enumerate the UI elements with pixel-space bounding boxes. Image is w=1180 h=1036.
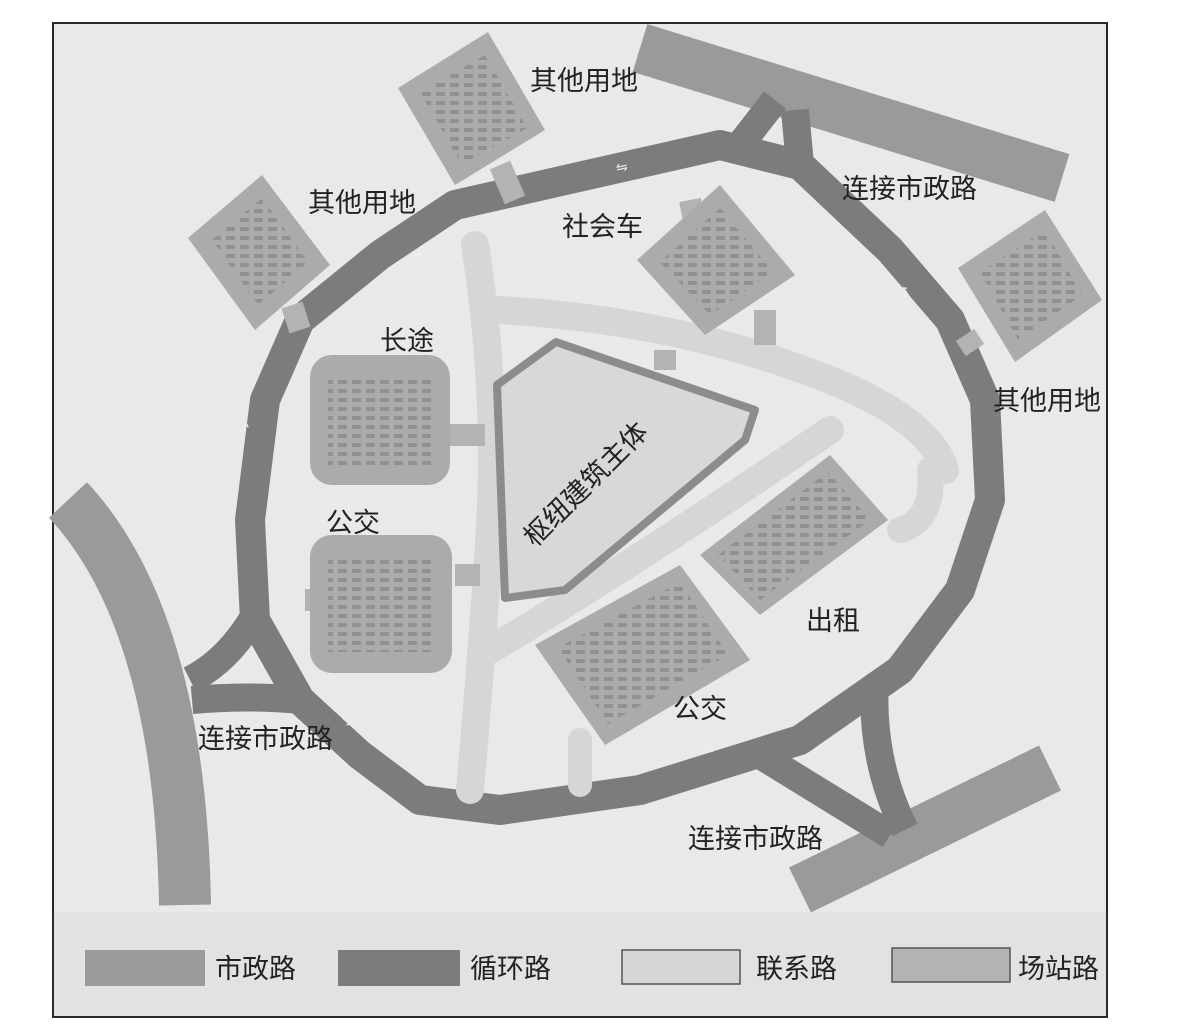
link-roads xyxy=(456,231,959,804)
legend-label: 市政路 xyxy=(215,954,296,985)
municipal-roads xyxy=(48,24,1070,913)
block-taxi xyxy=(700,455,888,615)
municipal-road-top-right xyxy=(632,24,1070,202)
label-other-land-top: 其他用地 xyxy=(530,66,638,97)
svg-text:⇋: ⇋ xyxy=(701,740,718,759)
label-connect-top-right: 连接市政路 xyxy=(842,174,977,205)
hub-building xyxy=(493,338,759,602)
label-connect-bottom: 连接市政路 xyxy=(688,824,823,855)
municipal-road-left xyxy=(48,482,211,906)
link-road-bottom-diagonal xyxy=(476,416,844,664)
block-bus-left xyxy=(310,535,452,673)
label-other-land-left: 其他用地 xyxy=(308,188,416,219)
label-taxi: 出租 xyxy=(806,606,860,637)
label-social-car: 社会车 xyxy=(562,212,643,243)
loop-road xyxy=(183,91,1005,847)
legend-label: 循环路 xyxy=(470,954,551,985)
land-blocks xyxy=(188,32,1102,745)
svg-text:⇋: ⇋ xyxy=(235,420,254,437)
label-bus-bottom: 公交 xyxy=(673,694,727,725)
legend-label: 场站路 xyxy=(1018,954,1099,985)
label-bus-left: 公交 xyxy=(326,508,380,539)
block-social-car xyxy=(637,185,795,335)
legend: 市政路 循环路 联系路 场站路 xyxy=(54,912,1106,1016)
block-bus-bottom xyxy=(535,565,750,745)
block-other-left xyxy=(188,175,330,330)
legend-item-municipal-road: 市政路 xyxy=(85,950,296,986)
legend-item-link-road: 联系路 xyxy=(621,949,837,985)
label-connect-left: 连接市政路 xyxy=(198,724,333,755)
link-road-vertical xyxy=(456,231,506,804)
label-long-distance: 长途 xyxy=(380,326,434,357)
legend-item-loop-road: 循环路 xyxy=(338,950,551,986)
municipal-road-bottom-right xyxy=(789,745,1061,913)
svg-text:⇋: ⇋ xyxy=(615,159,630,177)
label-other-land-right: 其他用地 xyxy=(993,386,1101,417)
legend-item-station-road: 场站路 xyxy=(891,947,1099,985)
link-road-right-hook xyxy=(887,457,944,543)
block-other-right xyxy=(958,210,1102,362)
block-other-top xyxy=(398,32,545,185)
legend-label: 联系路 xyxy=(756,954,837,985)
link-road-top-diagonal xyxy=(484,296,959,484)
block-long-distance xyxy=(310,355,450,485)
